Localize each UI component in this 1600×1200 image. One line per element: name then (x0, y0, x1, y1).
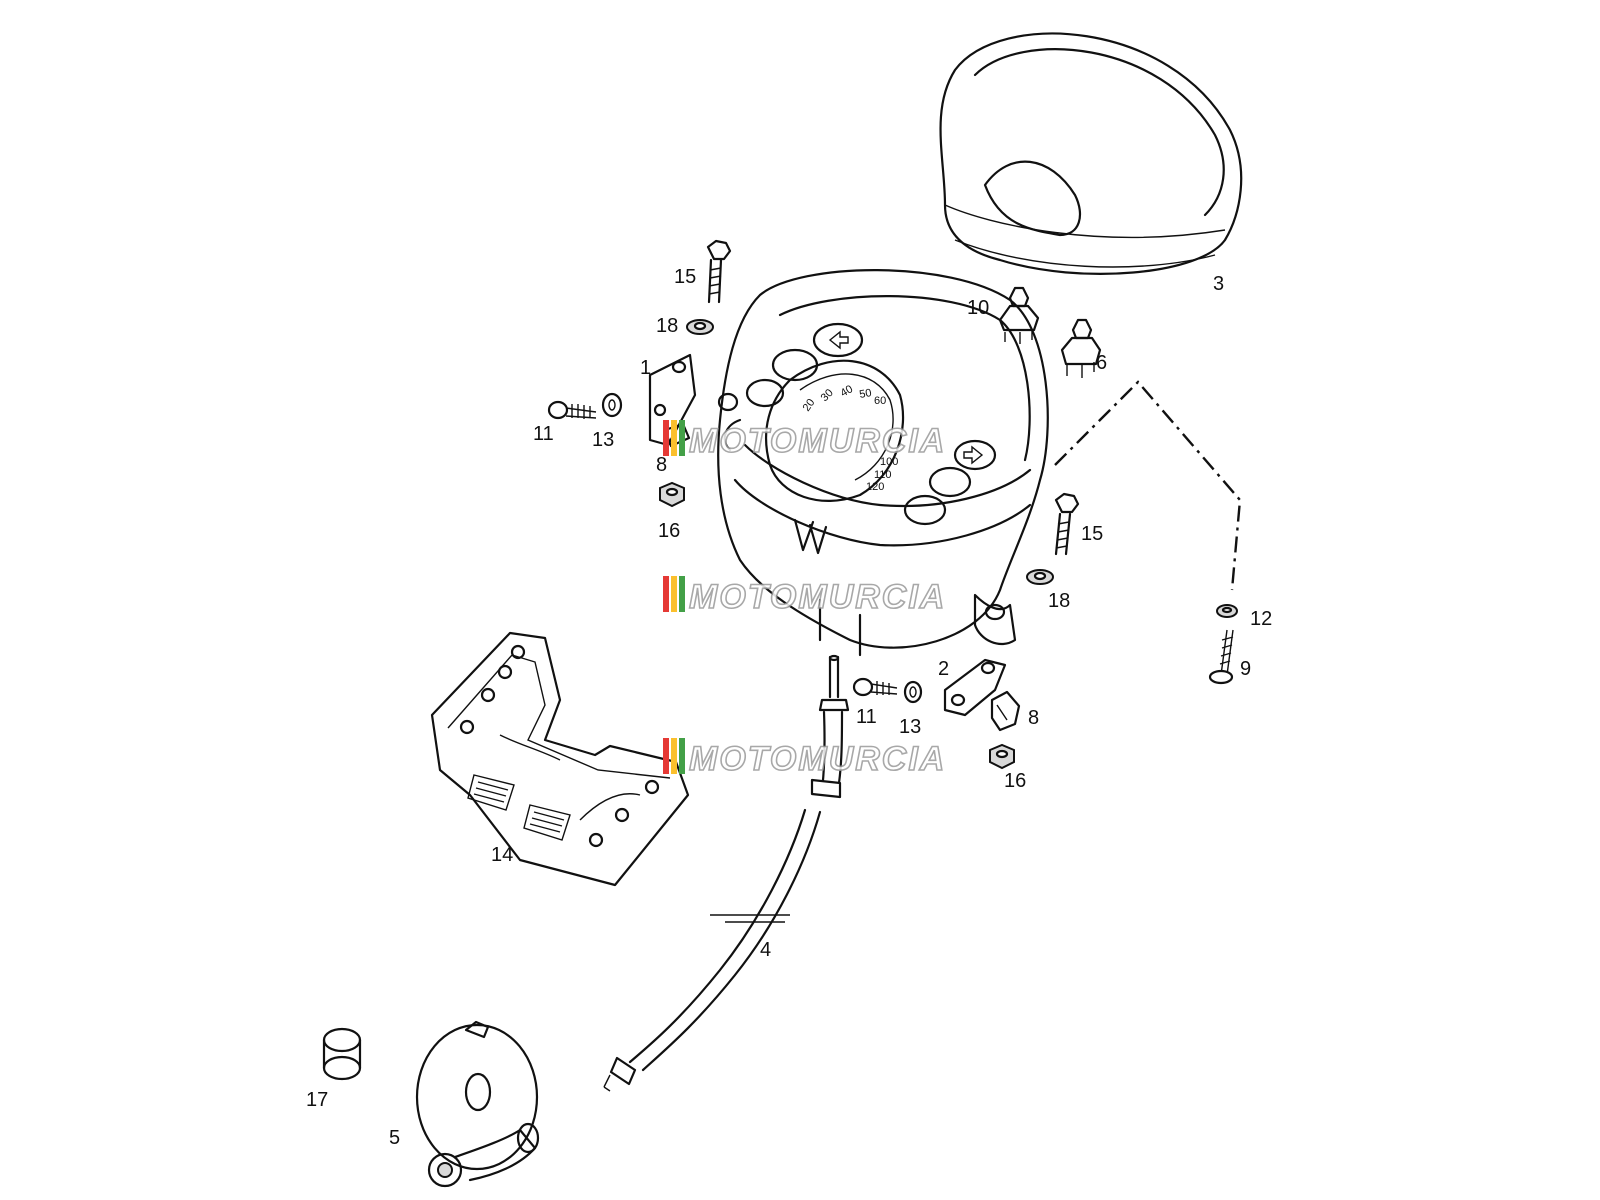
label-13-right: 13 (899, 716, 921, 738)
watermark-1: MOTOMURCIA (663, 420, 946, 461)
label-15-top: 15 (674, 266, 696, 288)
label-17: 17 (306, 1089, 328, 1111)
label-15-right: 15 (1081, 523, 1103, 545)
part-10-bulb (998, 286, 1040, 344)
label-3: 3 (1213, 273, 1224, 295)
watermark-3: MOTOMURCIA (663, 738, 946, 779)
part-2-bracket (943, 658, 1007, 717)
label-10: 10 (967, 297, 989, 319)
label-2: 2 (938, 658, 949, 680)
part-15-bolt-right (1054, 492, 1080, 556)
gauge-number: 40 (839, 383, 856, 400)
label-5: 5 (389, 1127, 400, 1149)
label-13-left: 13 (592, 429, 614, 451)
label-4: 4 (760, 939, 771, 961)
gauge-number: 110 (874, 469, 892, 481)
gauge-number: 120 (866, 481, 884, 493)
part-16-nut-left (659, 481, 685, 508)
part-13-washer-right (903, 680, 923, 704)
gauge-number: 20 (801, 397, 818, 414)
label-16-right: 16 (1004, 770, 1026, 792)
label-8-left: 8 (656, 454, 667, 476)
gauge-number: 30 (819, 387, 836, 404)
label-12: 12 (1250, 608, 1272, 630)
label-9: 9 (1240, 658, 1251, 680)
part-11-screw-left (547, 400, 597, 420)
part-14-circuit-board (430, 631, 690, 887)
part-labels: 1 2 3 4 5 6 8 8 9 10 11 11 12 13 13 14 1… (306, 266, 1272, 1149)
gauge-number: 100 (880, 456, 898, 468)
gauge-number: 50 (858, 387, 872, 401)
part-18-washer-right (1026, 569, 1054, 585)
instrument-cluster-body (717, 269, 1049, 657)
gauge-number: 60 (874, 395, 886, 407)
label-16-left: 16 (658, 520, 680, 542)
part-17-bushing (322, 1027, 362, 1081)
watermark-text: MOTOMURCIA (689, 740, 946, 778)
part-6-bulb (1060, 318, 1102, 378)
label-18-right: 18 (1048, 590, 1070, 612)
part-8-clip-right (990, 690, 1021, 732)
watermark-text: MOTOMURCIA (689, 578, 946, 616)
label-14: 14 (491, 844, 513, 866)
part-13-washer-left (601, 392, 623, 418)
part-18-washer-top (686, 319, 714, 335)
label-8-right: 8 (1028, 707, 1039, 729)
part-15-bolt-top (706, 239, 732, 304)
watermark-2: MOTOMURCIA (663, 576, 946, 617)
label-1: 1 (640, 357, 651, 379)
part-9-screw (1208, 629, 1234, 685)
part-12-washer (1216, 604, 1238, 618)
gauge-scale: 20 30 40 50 60 100 110 120 (801, 383, 899, 493)
label-6: 6 (1096, 352, 1107, 374)
part-5-speedometer-drive (415, 1020, 540, 1188)
watermark-text: MOTOMURCIA (689, 422, 946, 460)
part-16-nut-right (989, 743, 1015, 770)
part-3-cover (939, 32, 1243, 275)
part-11-screw-right (852, 677, 898, 697)
label-18-top: 18 (656, 315, 678, 337)
label-11-left: 11 (533, 423, 554, 445)
part-4-speedometer-cable (603, 654, 850, 1092)
label-11-right: 11 (856, 706, 877, 728)
leader-line (1054, 380, 1242, 591)
